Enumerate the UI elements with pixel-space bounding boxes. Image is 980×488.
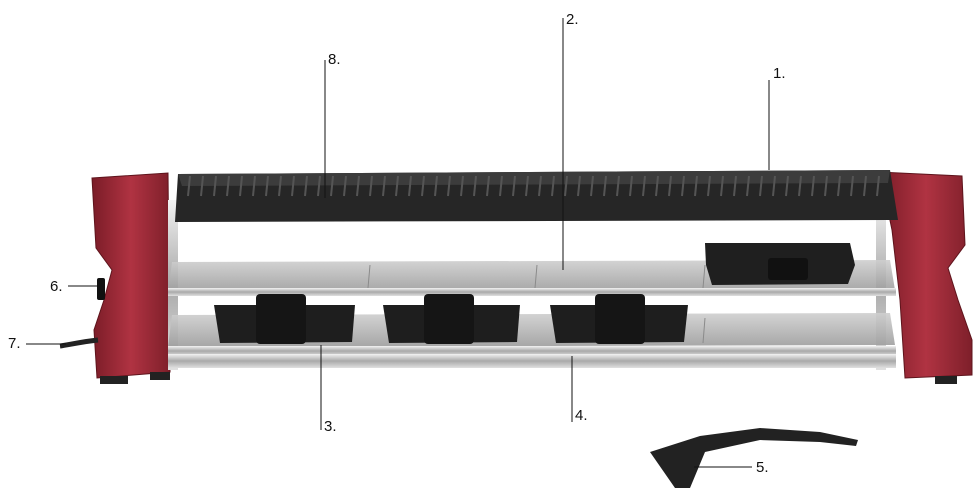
callout-label-7: 7. — [8, 335, 21, 352]
grill-rib — [681, 175, 685, 197]
grill-rib — [265, 175, 269, 197]
grill-rib — [291, 175, 295, 197]
grill-rib — [382, 175, 386, 197]
grill-rib — [785, 175, 789, 197]
grill-rib — [395, 175, 399, 197]
grill-rib — [720, 175, 724, 197]
grill-rib — [824, 175, 828, 197]
grill-rib — [811, 175, 815, 197]
right-housing — [879, 171, 973, 384]
grill-rib — [629, 175, 633, 197]
grill-rib — [330, 175, 334, 197]
grill-rib — [408, 175, 412, 197]
grill-rib — [525, 175, 529, 197]
grill-rib — [863, 175, 867, 197]
grill-rib — [512, 175, 516, 197]
callout-label-6: 6. — [50, 278, 63, 295]
base-rail — [168, 354, 896, 368]
grill-rib — [668, 175, 672, 197]
grill-rib — [616, 175, 620, 197]
grill-rib — [499, 175, 503, 197]
grill-rib — [551, 175, 555, 197]
callout-label-4: 4. — [575, 407, 588, 424]
grill-plate — [175, 170, 898, 222]
grill-rib — [460, 175, 464, 197]
grill-rib — [798, 175, 802, 197]
grill-rib — [356, 175, 360, 197]
callout-label-2: 2. — [566, 11, 579, 28]
grill-rib — [252, 175, 256, 197]
grill-rib — [564, 175, 568, 197]
grill-rib — [473, 175, 477, 197]
callout-label-1: 1. — [773, 65, 786, 82]
grill-rib — [759, 175, 763, 197]
grill-rib — [369, 175, 373, 197]
raclette-pan-lower-3 — [550, 294, 688, 344]
grill-rib — [239, 175, 243, 197]
callout-label-5: 5. — [756, 459, 769, 476]
callout-label-8: 8. — [328, 51, 341, 68]
raclette-pan-upper — [705, 243, 855, 285]
power-cord — [59, 337, 99, 349]
grill-rib — [694, 175, 698, 197]
grill-rib — [304, 175, 308, 197]
grill-rib — [772, 175, 776, 197]
grill-rib — [577, 175, 581, 197]
grill-rib — [187, 175, 191, 197]
grill-rib — [850, 175, 854, 197]
grill-rib — [837, 175, 841, 197]
grill-rib — [421, 175, 425, 197]
grill-rib — [590, 175, 594, 197]
leader-lines — [26, 18, 770, 468]
grill-rib — [486, 175, 490, 197]
grill-rib — [317, 175, 321, 197]
grill-rib — [603, 175, 607, 197]
grill-rib — [876, 175, 880, 197]
grill-rib — [226, 175, 230, 197]
raclette-pan-lower-2 — [383, 294, 520, 344]
grill-rib — [642, 175, 646, 197]
grill-rib — [447, 175, 451, 197]
grill-rib — [655, 175, 659, 197]
callout-label-3: 3. — [324, 418, 337, 435]
grill-rib — [343, 175, 347, 197]
spatula — [650, 428, 858, 488]
grill-rib — [538, 175, 542, 197]
grill-rib — [200, 175, 204, 197]
raclette-pan-lower-1 — [214, 294, 355, 344]
grill-rib — [707, 175, 711, 197]
on-off-switch — [97, 278, 105, 300]
grill-rib — [213, 175, 217, 197]
grill-rib — [746, 175, 750, 197]
grill-rib — [278, 175, 282, 197]
grill-rib — [434, 175, 438, 197]
grill-rib — [733, 175, 737, 197]
